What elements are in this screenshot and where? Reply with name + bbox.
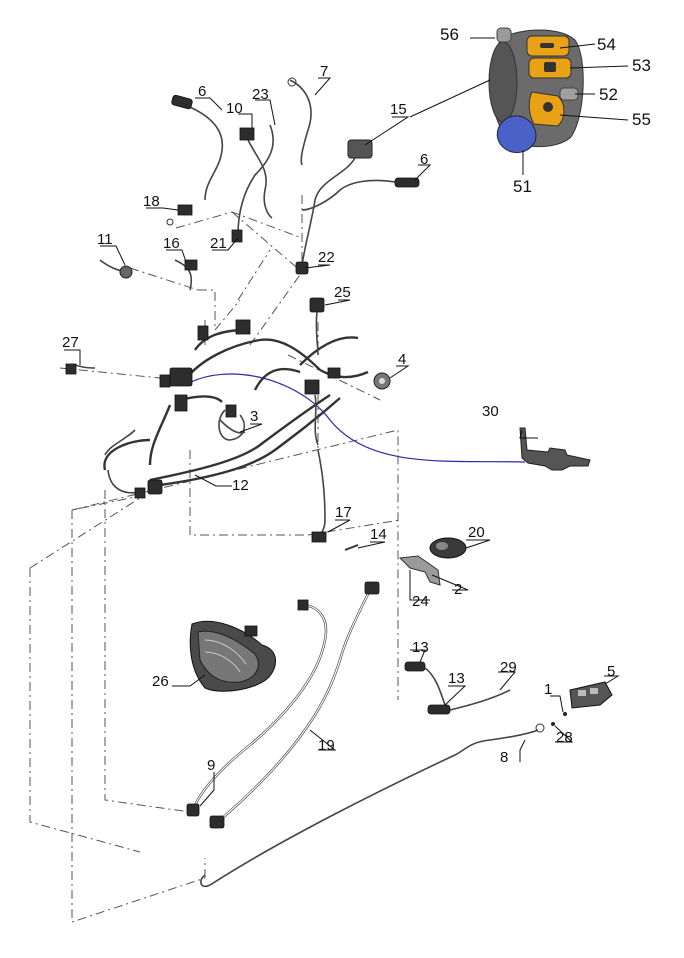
callout-17: 17 bbox=[335, 504, 352, 521]
callout-6-right: 6 bbox=[420, 151, 428, 168]
leader-lines bbox=[64, 37, 629, 807]
callout-21: 21 bbox=[210, 235, 227, 252]
callout-13-upper: 13 bbox=[412, 639, 429, 656]
callout-51: 51 bbox=[513, 177, 532, 196]
callout-15: 15 bbox=[390, 101, 407, 118]
callout-54: 54 bbox=[597, 35, 616, 54]
callout-1: 1 bbox=[544, 681, 552, 698]
callout-10: 10 bbox=[226, 100, 243, 117]
callout-6-left: 6 bbox=[198, 83, 206, 100]
callout-19: 19 bbox=[318, 737, 335, 754]
callout-2: 2 bbox=[454, 581, 462, 598]
callout-20: 20 bbox=[468, 524, 485, 541]
lower-harnesses bbox=[186, 581, 545, 888]
callout-13-lower: 13 bbox=[448, 670, 465, 687]
callout-22: 22 bbox=[318, 249, 335, 266]
callout-9: 9 bbox=[207, 757, 215, 774]
callout-26: 26 bbox=[152, 673, 169, 690]
callout-27: 27 bbox=[62, 334, 79, 351]
bracket-30 bbox=[519, 427, 591, 471]
callout-5: 5 bbox=[607, 663, 615, 680]
callout-23: 23 bbox=[252, 86, 269, 103]
callout-numbers: 6 10 23 7 15 6 18 16 21 11 22 25 27 4 3 … bbox=[62, 25, 651, 774]
callout-24: 24 bbox=[412, 593, 429, 610]
assembly-dashed-lines bbox=[29, 195, 401, 923]
callout-14: 14 bbox=[370, 526, 387, 543]
tail-light-5 bbox=[551, 681, 613, 726]
headlight-26 bbox=[189, 620, 276, 692]
callout-7: 7 bbox=[320, 63, 328, 80]
callout-53: 53 bbox=[632, 56, 651, 75]
callout-16: 16 bbox=[163, 235, 180, 252]
callout-4: 4 bbox=[398, 351, 406, 368]
callout-55: 55 bbox=[632, 110, 651, 129]
callout-11: 11 bbox=[97, 231, 113, 248]
callout-30: 30 bbox=[482, 403, 499, 420]
callout-12: 12 bbox=[232, 477, 249, 494]
callout-8: 8 bbox=[500, 749, 508, 766]
callout-18: 18 bbox=[143, 193, 160, 210]
main-wiring-harness bbox=[103, 319, 369, 499]
parts-20-2-24 bbox=[398, 537, 467, 586]
callout-28: 28 bbox=[556, 729, 573, 746]
handlebar-switch bbox=[488, 27, 584, 154]
switch-51-blue bbox=[496, 115, 537, 154]
callout-56: 56 bbox=[440, 25, 459, 44]
callout-29: 29 bbox=[500, 659, 517, 676]
callout-52: 52 bbox=[599, 85, 618, 104]
callout-25: 25 bbox=[334, 284, 351, 301]
callout-3: 3 bbox=[250, 408, 258, 425]
mounting-link-line bbox=[184, 373, 526, 463]
